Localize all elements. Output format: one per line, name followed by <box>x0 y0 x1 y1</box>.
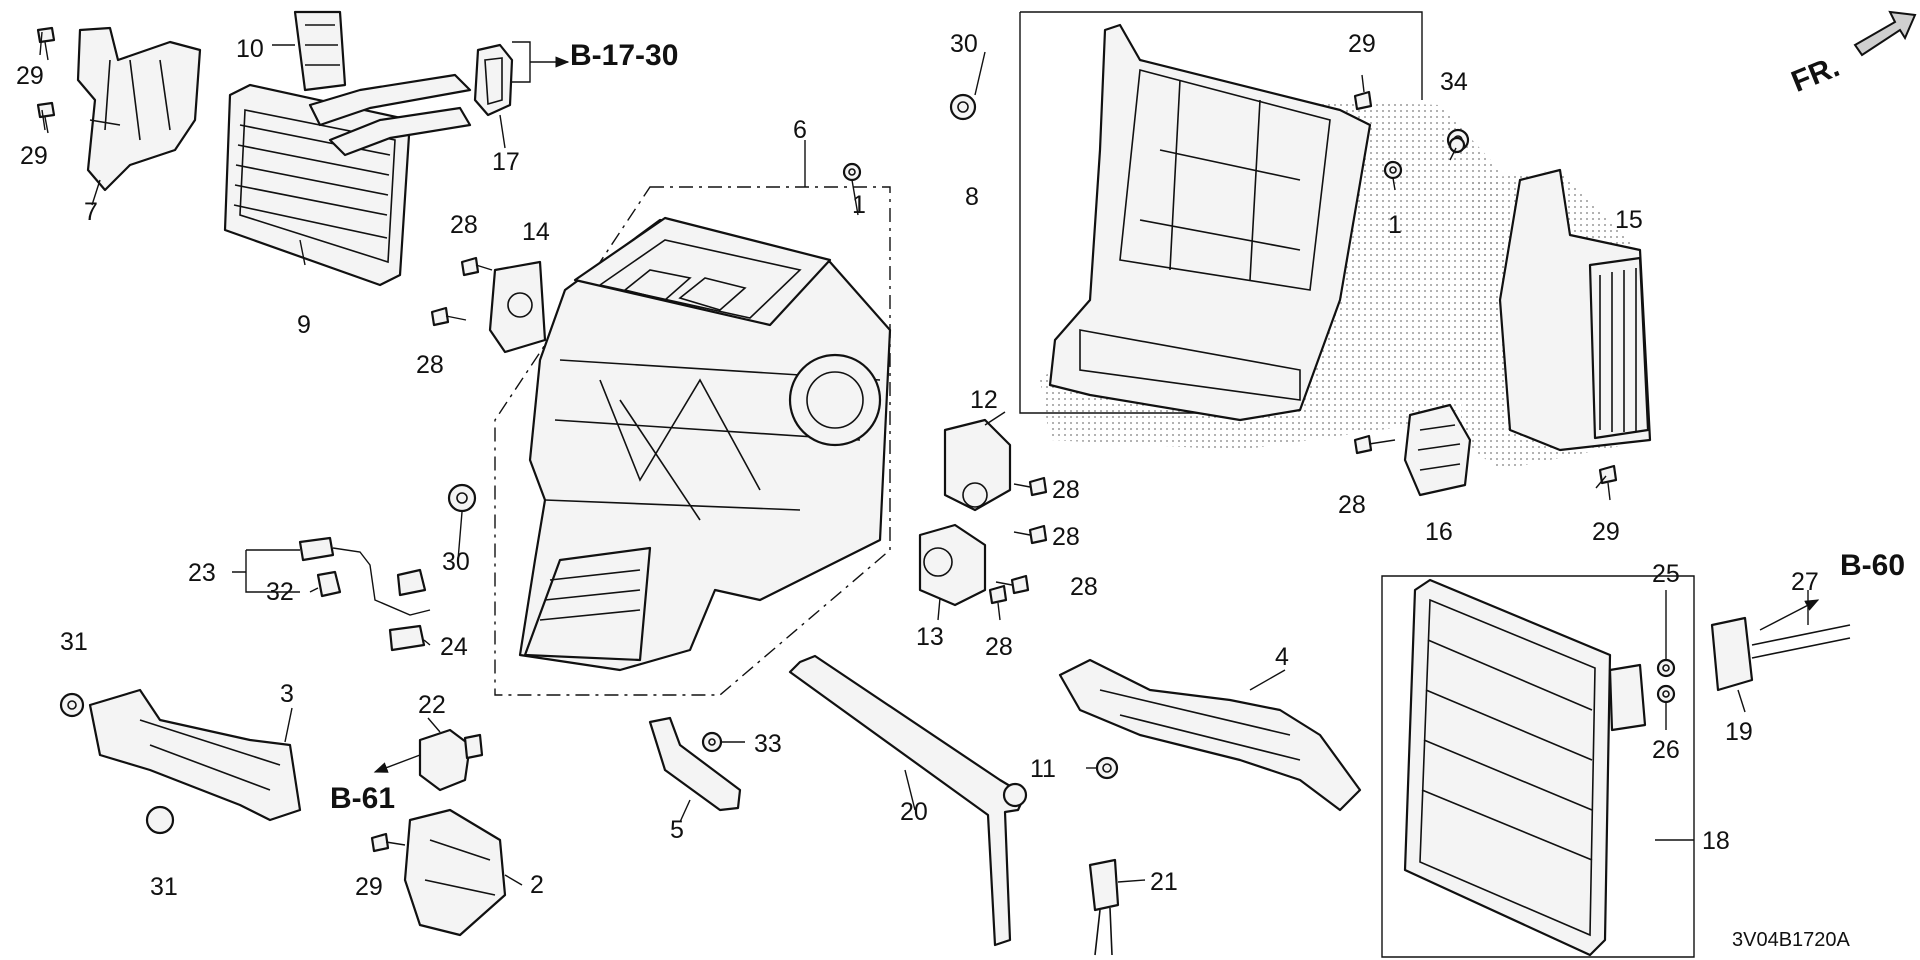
sensor-part-21 <box>1088 858 1120 956</box>
expansion-valve-part-19 <box>1710 616 1851 692</box>
callout-28: 28 <box>1052 523 1080 551</box>
diagram-code: 3V04B1720A <box>1732 929 1851 951</box>
group-bracket-18 <box>1381 575 1695 958</box>
reference-label-b61: B-61 <box>330 782 395 815</box>
harness-part-23 <box>298 536 431 616</box>
callout-19: 19 <box>1725 718 1753 746</box>
callout-4: 4 <box>1275 643 1289 671</box>
drain-hose-part-20 <box>788 654 1028 947</box>
callout-23: 23 <box>188 559 216 587</box>
duct-part-15 <box>1498 168 1652 452</box>
sensor-part-22 <box>418 728 484 792</box>
callout-32: 32 <box>266 578 294 606</box>
callout-28: 28 <box>1070 573 1098 601</box>
callout-33: 33 <box>754 730 782 758</box>
bracket-part-3 <box>88 688 302 822</box>
reference-label-b60: B-60 <box>1840 549 1905 582</box>
actuator-part-12 <box>943 418 1012 512</box>
callout-30: 30 <box>950 30 978 58</box>
evaporator-part-18 <box>1403 578 1647 957</box>
callout-14: 14 <box>522 218 550 246</box>
reference-arrow-b61 <box>373 754 421 773</box>
group-bracket-17 <box>512 41 531 83</box>
callout-3: 3 <box>280 680 294 708</box>
housing-part-8 <box>1048 23 1372 422</box>
actuator-part-13 <box>918 523 987 607</box>
callout-15: 15 <box>1615 206 1643 234</box>
heater-unit-part-6 <box>518 216 892 672</box>
callout-9: 9 <box>297 311 311 339</box>
callout-24: 24 <box>440 633 468 661</box>
callout-34: 34 <box>1440 68 1468 96</box>
group-bracket-23 <box>232 549 300 593</box>
group-bracket-8 <box>1019 11 1423 414</box>
callout-31: 31 <box>150 873 178 901</box>
callout-29: 29 <box>1592 518 1620 546</box>
leader-lines <box>39 31 1809 886</box>
group-frame-6 <box>494 186 891 696</box>
reference-arrow-b60 <box>1759 599 1820 631</box>
callout-16: 16 <box>1425 518 1453 546</box>
callout-7: 7 <box>84 198 98 226</box>
callout-8: 8 <box>965 183 979 211</box>
callout-31: 31 <box>60 628 88 656</box>
duct-part-4 <box>1058 658 1362 812</box>
callout-25: 25 <box>1652 560 1680 588</box>
callout-1: 1 <box>1388 211 1402 239</box>
resistor-part-16 <box>1403 403 1472 497</box>
callout-17: 17 <box>492 148 520 176</box>
callout-29: 29 <box>20 142 48 170</box>
front-direction-indicator: FR. <box>1787 10 1917 99</box>
callout-29: 29 <box>16 62 44 90</box>
actuator-part-14 <box>488 260 547 354</box>
callout-21: 21 <box>1150 868 1178 896</box>
callout-20: 20 <box>900 798 928 826</box>
connector-part-24 <box>388 624 426 652</box>
heater-pipes <box>308 43 514 157</box>
callout-28: 28 <box>416 351 444 379</box>
callout-30: 30 <box>442 548 470 576</box>
callout-22: 22 <box>418 691 446 719</box>
callout-18: 18 <box>1702 827 1730 855</box>
actuator-part-2 <box>403 808 507 937</box>
clip-part-10 <box>293 10 347 92</box>
callout-29: 29 <box>1348 30 1376 58</box>
reference-label-b1730: B-17-30 <box>570 39 678 72</box>
callout-5: 5 <box>670 816 684 844</box>
callout-28: 28 <box>985 633 1013 661</box>
bracket-part-5 <box>648 716 742 812</box>
callout-12: 12 <box>970 386 998 414</box>
callout-28: 28 <box>1338 491 1366 519</box>
callout-6: 6 <box>793 116 807 144</box>
callout-28: 28 <box>1052 476 1080 504</box>
callout-29: 29 <box>355 873 383 901</box>
screw-fasteners <box>36 26 1618 853</box>
callout-10: 10 <box>236 35 264 63</box>
nut-fasteners <box>59 93 1676 835</box>
callout-13: 13 <box>916 623 944 651</box>
callout-1: 1 <box>852 191 866 219</box>
callout-28: 28 <box>450 211 478 239</box>
front-direction-label: FR. <box>1787 50 1844 99</box>
callout-27: 27 <box>1791 568 1819 596</box>
callout-26: 26 <box>1652 736 1680 764</box>
bracket-part-7 <box>76 26 202 192</box>
grommet-part-32 <box>316 570 342 598</box>
callout-11: 11 <box>1030 755 1056 783</box>
callout-2: 2 <box>530 871 544 899</box>
